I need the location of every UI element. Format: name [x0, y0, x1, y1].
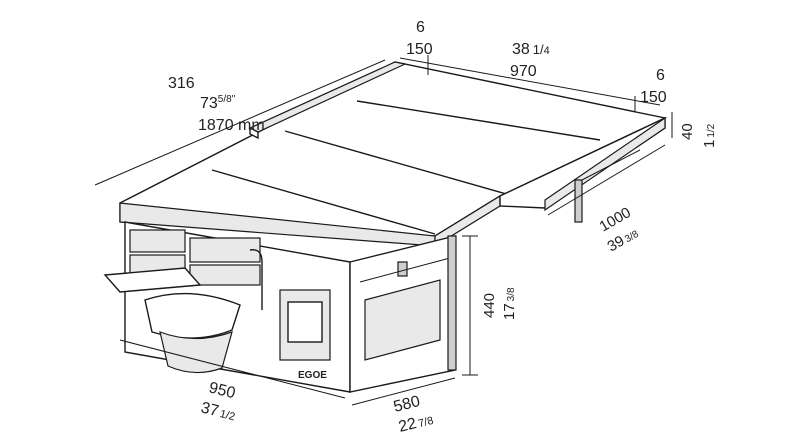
length-dimension-line — [94, 59, 386, 186]
side-rail — [359, 257, 451, 283]
side-handle-hole — [397, 261, 408, 277]
brand-logo: EGOE — [298, 370, 327, 381]
stove-window — [287, 301, 323, 343]
thickness-inch-num: 1 — [706, 132, 717, 138]
base-length-inch-slash: / — [224, 410, 231, 423]
depth-mm-label: 1000 — [597, 204, 634, 235]
width-inch-den: 4 — [544, 45, 550, 57]
right-overhang-inch-label: 6 — [656, 67, 665, 84]
length-mm-label: 1870 mm — [198, 117, 265, 134]
left-overhang-mm-label: 150 — [406, 41, 433, 58]
base-length-inch-den: 2 — [227, 410, 236, 423]
thickness-inch-den: 2 — [706, 123, 717, 129]
base-corner-post — [447, 235, 457, 371]
height-inch-whole: 17 — [501, 303, 518, 320]
length-inch-whole: 73 — [200, 95, 218, 112]
depth-inch-label: 393/8 — [605, 224, 642, 255]
drawer-4 — [189, 264, 261, 286]
sink-basin-body — [159, 331, 233, 374]
base-length-mm-label: 950 — [207, 379, 237, 402]
faucet — [249, 249, 263, 310]
base-length-dimension-line — [119, 339, 346, 399]
depth-inch-num: 3 — [623, 233, 634, 246]
drawer-1 — [129, 229, 186, 253]
base-depth-inch-label: 227/8 — [397, 411, 435, 436]
side-panel-window — [364, 279, 441, 361]
height-mm-label: 440 — [481, 293, 498, 318]
base-depth-inch-whole: 22 — [397, 415, 418, 436]
length-cm-label: 316 — [168, 75, 195, 92]
width-inch-whole: 38 — [512, 41, 530, 58]
height-inch-label: 17 3/8 — [501, 287, 518, 320]
tabletop-rear-corner — [249, 126, 259, 140]
thickness-inch-label: 11/2 — [701, 123, 718, 148]
drawer-2 — [189, 237, 261, 263]
tabletop — [119, 61, 668, 248]
length-inch-num: 5 — [218, 94, 224, 105]
width-inch-num: 1 — [533, 42, 540, 57]
panel-seam-2 — [284, 130, 511, 196]
base-depth-inch-num: 7 — [417, 417, 426, 430]
base-length-inch-num: 1 — [218, 408, 227, 421]
depth-inch-den: 8 — [630, 229, 641, 242]
width-inch-slash: / — [540, 42, 544, 57]
base-length-inch-label: 371/2 — [199, 399, 237, 424]
base-depth-inch-slash: / — [423, 416, 430, 429]
thickness-inch-slash: / — [706, 129, 717, 132]
base-box: EGOE — [103, 221, 457, 393]
thickness-inch-whole: 1 — [701, 140, 718, 148]
width-mm-label: 970 — [510, 63, 537, 80]
base-depth-inch-den: 8 — [426, 415, 435, 428]
panel-seam-3 — [356, 100, 601, 141]
length-inch-slash: / — [223, 94, 226, 105]
base-length-inch-whole: 37 — [199, 399, 220, 420]
length-inch-mark: " — [232, 94, 236, 105]
height-inch-den: 8 — [506, 287, 517, 293]
dimension-lines — [94, 55, 673, 406]
extension-leg — [574, 179, 583, 223]
depth-inch-slash: / — [628, 231, 636, 242]
depth-dimension-line — [547, 144, 666, 216]
thickness-mm-label: 40 — [679, 123, 696, 140]
left-overhang-inch-label: 6 — [416, 19, 425, 36]
pull-out-shelf — [103, 267, 202, 293]
length-inch-label: 735/8" — [200, 94, 236, 112]
height-inch-num: 3 — [506, 295, 517, 301]
depth-inch-whole: 39 — [605, 232, 628, 255]
length-inch-den: 8 — [226, 94, 232, 105]
base-depth-mm-label: 580 — [392, 393, 422, 416]
extension-brace — [581, 149, 641, 181]
base-depth-dimension-line — [351, 377, 456, 406]
height-inch-slash: / — [506, 293, 517, 296]
panel-seam-1 — [211, 169, 436, 235]
width-dimension-line — [399, 57, 661, 106]
right-overhang-mm-label: 150 — [640, 89, 667, 106]
tabletop-surface — [119, 61, 668, 237]
